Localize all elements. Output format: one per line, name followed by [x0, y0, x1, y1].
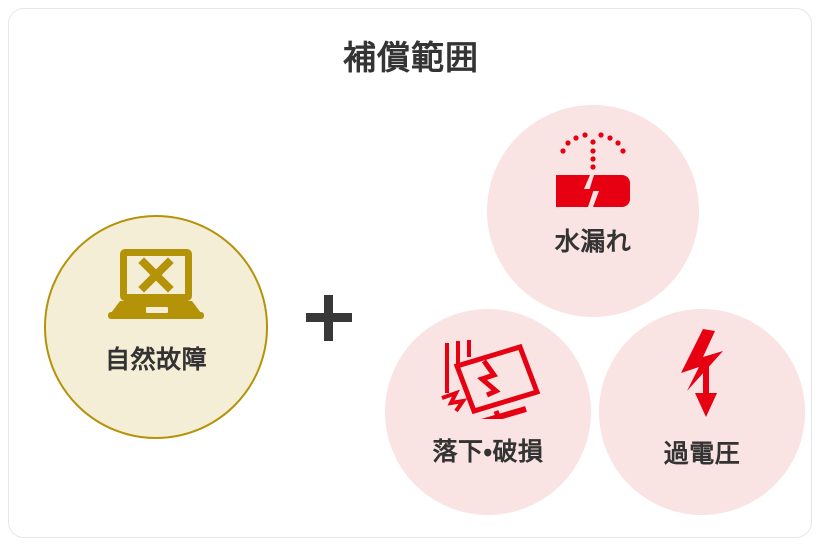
plus-sign — [304, 292, 354, 342]
lightning-bolt-arrow-icon — [673, 329, 731, 424]
coverage-label-drop-damage: 落下・破損 — [432, 438, 544, 466]
water-leak-icon — [550, 129, 636, 214]
plus-vertical-bar — [324, 295, 333, 341]
coverage-item-natural-failure[interactable]: 自然故障 — [44, 215, 268, 439]
coverage-label-water-leak: 水漏れ — [554, 228, 632, 256]
coverage-item-overvoltage[interactable]: 過電圧 — [599, 309, 805, 515]
coverage-card: 補償範囲 自然故障 — [8, 8, 812, 538]
page-title: 補償範囲 — [343, 39, 479, 76]
broken-monitor-icon — [434, 335, 542, 426]
coverage-item-drop-damage[interactable]: 落下・破損 — [385, 309, 591, 515]
coverage-label-natural-failure: 自然故障 — [104, 346, 207, 374]
coverage-item-water-leak[interactable]: 水漏れ — [487, 105, 699, 317]
laptop-error-icon — [108, 249, 204, 324]
coverage-label-overvoltage: 過電圧 — [663, 440, 741, 468]
